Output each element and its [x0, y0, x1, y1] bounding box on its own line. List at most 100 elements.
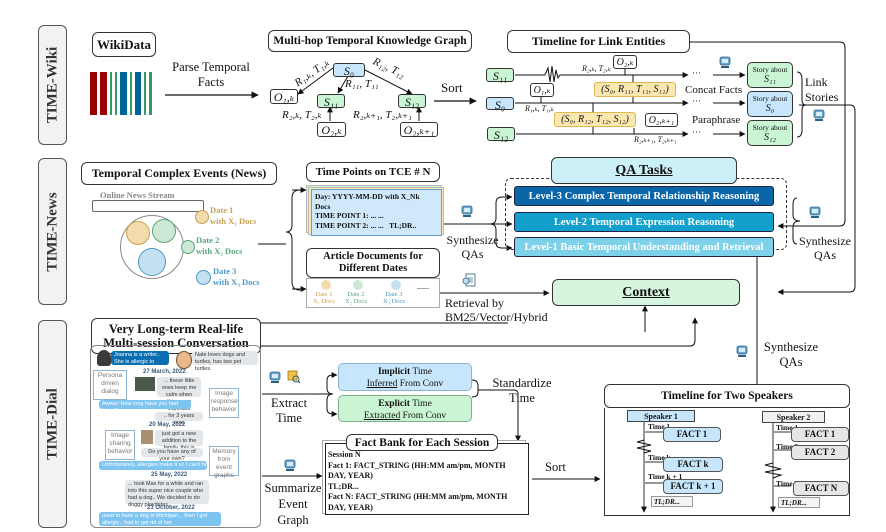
article-more: ...... — [417, 282, 429, 291]
persona-b-avatar — [176, 351, 192, 369]
extract-line: Extract — [270, 396, 308, 410]
timeline-label-r1k: R₁,ₖ, T₁,ₖ — [525, 104, 554, 113]
date1-docs-icon — [195, 210, 209, 224]
time-points-title: Time Points on TCE # N — [306, 162, 440, 182]
time-points-card: Day: YYYY-MM-DD with X_Nk Docs TIME POIN… — [311, 189, 442, 236]
fact-bank-title: Fact Bank for Each Session — [346, 434, 498, 451]
kg-edge-label-r11: R₁₁, T₁₁ — [345, 78, 379, 90]
date-line: Date 1 — [315, 291, 333, 298]
section-label-time-wiki: TIME-Wiki — [38, 25, 67, 145]
implicit-time-box: Implicit Time Inferred From Conv — [338, 363, 472, 391]
kg-edge-label-r2k: R₂,ₖ, T₂,ₖ — [282, 109, 322, 121]
speaker2-time: Time 2 — [776, 442, 799, 451]
robot-icon — [460, 204, 474, 218]
tag-persona-driven-dialog: Persona driven dialog — [93, 370, 127, 400]
factbank-line: Session N — [328, 450, 361, 459]
story-box-s12: Story about S₁₂ — [747, 120, 793, 146]
timeline-ellipsis: ··· — [692, 127, 701, 137]
doc-icon — [321, 280, 331, 290]
fact-bank-card: Session N Fact 1: FACT_STRING (HH:MM am/… — [325, 443, 529, 515]
synth-line: Synthesize — [799, 234, 851, 248]
timeline-title: Timeline for Link Entities — [507, 30, 690, 53]
sort-label-dial: Sort — [545, 460, 566, 474]
synth-line: QAs — [813, 248, 836, 262]
section-label-text: TIME-Dial — [44, 388, 60, 460]
link-stories-label: Link Stories — [805, 75, 838, 105]
kg-edge-s0-s12 — [364, 69, 413, 95]
speakers-title-text: Timeline for Two Speakers — [661, 390, 793, 402]
synthesize-qas-dial: Synthesize QAs — [760, 340, 822, 370]
news-cluster-circle — [120, 215, 184, 279]
wikidata-logo-icon — [90, 72, 158, 115]
speakers-timeline-title: Timeline for Two Speakers — [604, 384, 850, 408]
standardize-line: Standardize — [492, 376, 552, 390]
article-docs-title: Article Documents for Different Dates — [306, 248, 440, 278]
factbank-line: DAY, YEAR) — [328, 502, 373, 512]
factbank-line: DAY, YEAR) — [328, 471, 373, 480]
tag-memory-from-event-graphs: Memory from event graphs — [209, 446, 239, 479]
date-line: Date 3 — [385, 291, 403, 298]
implicit-underline: Inferred — [366, 379, 398, 389]
date-line: Date 1 — [210, 205, 234, 215]
chat-message: used to have a dog in Michigan .. then I… — [99, 512, 221, 526]
story-entity: S₁₂ — [764, 132, 776, 143]
implicit-rest: Time — [410, 367, 433, 377]
speaker1-time: Time k + 1 — [648, 472, 683, 481]
timeline-ellipsis: ··· — [692, 68, 701, 78]
speaker1-label: Speaker 1 — [627, 410, 695, 422]
chat-message: ... took Max for a while and ran into th… — [125, 480, 209, 508]
speaker2-label: Speaker 2 — [762, 411, 825, 423]
story-box-s0: Story about S₀ — [747, 91, 793, 117]
time-points-title-text: Time Points on TCE # N — [315, 166, 431, 178]
connector-timeline-to-qa — [690, 41, 846, 229]
speaker2-tldr: TL;DR... — [778, 497, 820, 508]
date-line: X₃ Docs — [383, 298, 405, 305]
explicit-tail: From Conv — [400, 411, 447, 421]
tag-image-response-behavior: Image response behavior — [209, 388, 239, 418]
speaker1-fact: FACT k + 1 — [663, 479, 723, 494]
persona-b-bubble: Nate loves dogs and turtles, has two pet… — [192, 351, 258, 372]
tp-line: TL;DR.. — [389, 220, 417, 230]
tp-line: Day: YYYY-MM-DD with X_Nk — [315, 192, 420, 201]
date3-label: Date 3 with X₃ Docs — [213, 266, 259, 288]
persona-a-avatar — [97, 350, 111, 366]
robot-icon — [718, 55, 732, 69]
tag-image-sharing-behavior: Image sharing behavior — [105, 430, 135, 460]
timeline-node-s12: S₁₂ — [487, 127, 515, 142]
synth-line: QAs — [461, 247, 484, 261]
speaker-timeline-lines — [636, 421, 791, 513]
persona-a-bubble: Joanna is a writer.. She is allergic to … — [111, 351, 169, 372]
section-label-text: TIME-Wiki — [44, 46, 60, 124]
retrieval-line: Retrieval by — [445, 296, 504, 310]
explicit-bold: Explicit — [378, 399, 410, 409]
speaker2-time: Time N — [776, 479, 800, 488]
summarize-event-graph-label: Summarize Event Graph — [262, 480, 324, 528]
robot-icon — [812, 108, 826, 122]
session-date: 27 March, 2022 — [143, 369, 186, 375]
speaker2-time: Time 1 — [776, 423, 799, 432]
tce-title-text: Temporal Complex Events (News) — [91, 166, 267, 180]
doc-cluster-date3-icon — [138, 248, 166, 276]
context-label: Context — [622, 284, 670, 300]
timeline-node-s0: S₀ — [486, 97, 514, 112]
speaker1-fact: FACT 1 — [663, 427, 721, 442]
wikidata-title: WikiData — [92, 32, 156, 57]
section-label-time-news: TIME-News — [38, 158, 67, 305]
tp-line: TIME POINT 1: ... ... — [315, 211, 384, 220]
doc-icon — [391, 280, 401, 290]
speaker2-fact: FACT 2 — [791, 445, 849, 460]
date-line: Date 3 — [213, 266, 237, 276]
implicit-tail: From Conv — [397, 379, 444, 389]
summarize-line: Event — [278, 497, 308, 511]
robot-icon — [808, 205, 822, 219]
news-stream-label: Online News Stream — [100, 190, 175, 200]
story-label: Story about — [752, 123, 788, 132]
sort-label: Sort — [441, 80, 463, 95]
doc-cluster-date2-icon — [152, 219, 176, 243]
date2-label: Date 2 with X₂ Docs — [196, 235, 242, 257]
story-box-s11: Story about S₁₁ — [747, 62, 793, 88]
session-date: 20 May, 2022 — [149, 422, 186, 428]
date1-label: Date 1 with X₁ Docs — [210, 205, 256, 227]
